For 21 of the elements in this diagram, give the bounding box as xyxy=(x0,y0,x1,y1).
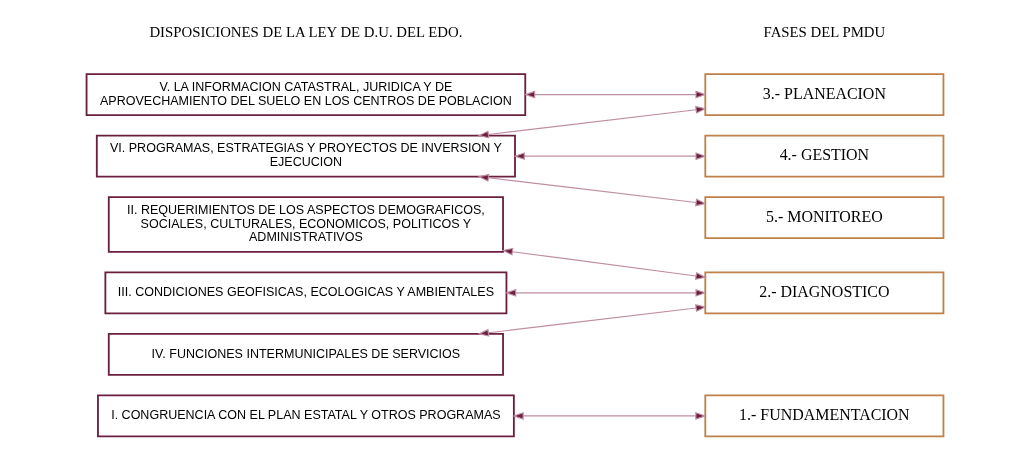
arrow xyxy=(477,173,707,207)
node-box: II. REQUERIMIENTOS DE LOS ASPECTOS DEMOGRAFICOS, SOCIALES, CULTURALES, ECONOMICOS, POLITICOS Y ADMINISTRATIVOS xyxy=(107,196,504,253)
arrow xyxy=(523,90,707,99)
arrow xyxy=(477,105,707,139)
node-box: VI. PROGRAMAS, ESTRATEGIAS Y PROYECTOS DE INVERSION Y EJECUCION xyxy=(95,134,516,178)
node-box: I. CONGRUENCIA CON EL PLAN ESTATAL Y OTROS PROGRAMAS xyxy=(96,394,515,438)
label: DISPOSICIONES DE LA LEY DE D.U. DEL EDO. xyxy=(148,23,462,40)
node-box: V. LA INFORMACION CATASTRAL, JURIDICA Y DE APROVECHAMIENTO DEL SUELO EN LOS CENTROS DE POBLACION xyxy=(85,73,526,116)
arrow xyxy=(501,247,707,280)
label: FASES DEL PMDU xyxy=(763,23,885,40)
arrow xyxy=(504,288,707,297)
node-box: III. CONDICIONES GEOFISICAS, ECOLOGICAS Y AMBIENTALES xyxy=(103,271,507,315)
node-box: 1.- FUNDAMENTACION xyxy=(703,394,944,438)
node-box: IV. FUNCIONES INTERMUNICIPALES DE SERVICIOS xyxy=(107,332,504,376)
arrow xyxy=(477,304,707,337)
arrow xyxy=(511,411,707,420)
node-box: 3.- PLANEACION xyxy=(703,73,944,116)
node-box: 4.- GESTION xyxy=(703,134,944,178)
arrow xyxy=(512,152,707,161)
node-box: 2.- DIAGNOSTICO xyxy=(703,271,944,315)
node-box: 5.- MONITOREO xyxy=(703,196,944,240)
